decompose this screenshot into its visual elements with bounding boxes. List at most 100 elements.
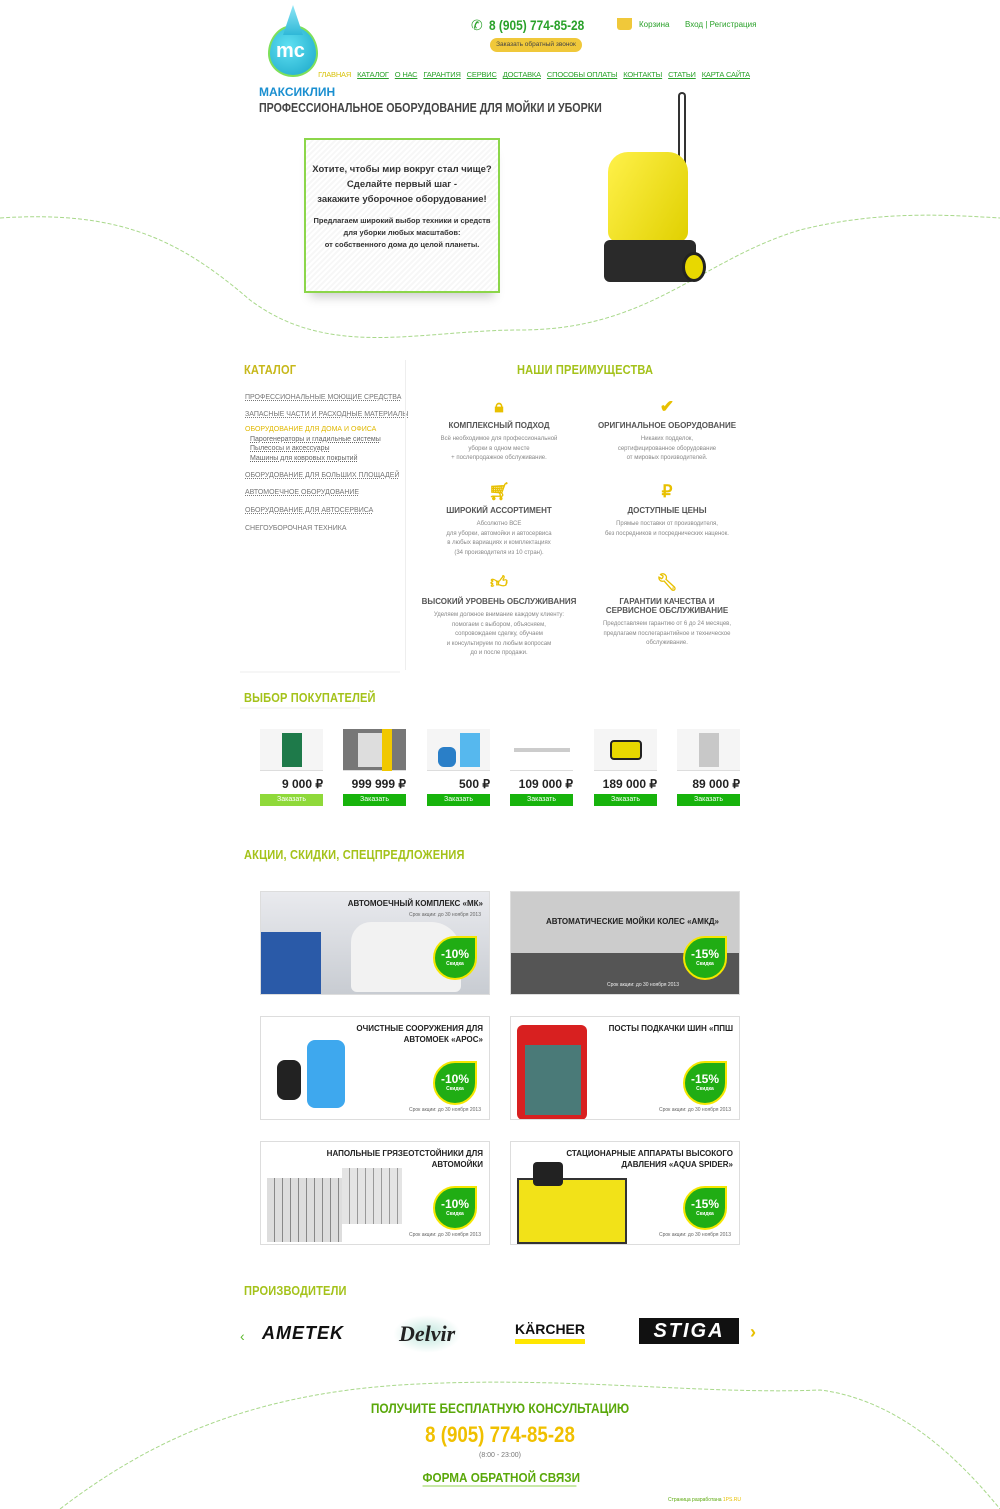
product-price: 89 000 ₽: [692, 777, 740, 791]
promo-card[interactable]: НАПОЛЬНЫЕ ГРЯЗЕОТСТОЙНИКИ ДЛЯ АВТОМОЙКИ С…: [260, 1141, 490, 1245]
discount-badge: -15%Скидка: [683, 1186, 727, 1230]
product-price: 189 000 ₽: [602, 777, 657, 791]
promo-image: [267, 1025, 377, 1113]
hero-text-3: от собственного дома до целой планеты.: [324, 240, 480, 249]
footer-phone[interactable]: 8 (905) 774-85-28: [425, 1422, 575, 1447]
order-button[interactable]: Заказать: [594, 794, 657, 806]
product-card[interactable]: 89 000 ₽ Заказать: [677, 729, 740, 806]
header-phone[interactable]: 8 (905) 774-85-28: [489, 17, 585, 33]
logo-stiga[interactable]: STIGA: [639, 1318, 739, 1344]
catalog-subitem[interactable]: Парогенераторы и гладильные системы: [250, 436, 381, 443]
order-button[interactable]: Заказать: [260, 794, 323, 806]
catalog-item[interactable]: ОБОРУДОВАНИЕ ДЛЯ АВТОСЕРВИСА: [245, 507, 374, 514]
logo[interactable]: mc: [266, 5, 320, 81]
nav-about[interactable]: О НАС: [394, 70, 418, 79]
order-button[interactable]: Заказать: [343, 794, 406, 806]
register-link[interactable]: Регистрация: [709, 20, 757, 29]
promo-card[interactable]: АВТОМОЕЧНЫЙ КОМПЛЕКС «МК» Срок акции: до …: [260, 891, 490, 995]
order-button[interactable]: Заказать: [510, 794, 573, 806]
footer-title: ПОЛУЧИТЕ БЕСПЛАТНУЮ КОНСУЛЬТАЦИЮ: [370, 1400, 630, 1416]
nav-sitemap[interactable]: КАРТА САЙТА: [701, 70, 750, 79]
advantages-title: НАШИ ПРЕИМУЩЕСТВА: [517, 362, 654, 377]
login-link[interactable]: Вход: [685, 20, 704, 29]
catalog-item[interactable]: СНЕГОУБОРОЧНАЯ ТЕХНИКА: [245, 525, 347, 532]
nav-articles[interactable]: СТАТЬИ: [668, 70, 696, 79]
promo-card[interactable]: СТАЦИОНАРНЫЕ АППАРАТЫ ВЫСОКОГО ДАВЛЕНИЯ …: [510, 1141, 740, 1245]
hero-text-1: Предлагаем широкий выбор техники и средс…: [313, 216, 491, 225]
carousel-next-arrow[interactable]: ›: [750, 1322, 756, 1342]
product-card[interactable]: 500 ₽ Заказать: [427, 729, 490, 806]
catalog-subitem[interactable]: Машины для ковровых покрытий: [250, 455, 358, 462]
hero-line-2: Сделайте первый шаг -: [346, 179, 458, 190]
product-card[interactable]: 109 000 ₽ Заказать: [510, 729, 573, 806]
catalog-title: КАТАЛОГ: [244, 362, 297, 377]
order-button[interactable]: Заказать: [677, 794, 740, 806]
credit-link[interactable]: 1PS.RU: [722, 1497, 741, 1503]
catalog-item[interactable]: ПРОФЕССИОНАЛЬНЫЕ МОЮЩИЕ СРЕДСТВА: [245, 394, 402, 401]
catalog-item[interactable]: ЗАПАСНЫЕ ЧАСТИ И РАСХОДНЫЕ МАТЕРИАЛЫ: [245, 411, 409, 418]
carousel-prev-arrow[interactable]: ‹: [240, 1328, 245, 1344]
logo-delvir[interactable]: Delvir: [393, 1315, 462, 1353]
nav-delivery[interactable]: ДОСТАВКА: [502, 70, 541, 79]
promo-term: Срок акции: до 30 ноября 2013: [408, 1232, 481, 1238]
promo-image: [517, 1150, 627, 1244]
product-card[interactable]: 9 000 ₽ Заказать: [260, 729, 323, 806]
nav-warranty[interactable]: ГАРАНТИЯ: [423, 70, 461, 79]
promo-term: Срок акции: до 30 ноября 2013: [606, 982, 679, 988]
promo-card[interactable]: ОЧИСТНЫЕ СООРУЖЕНИЯ ДЛЯ АВТОМОЕК «АРОС»С…: [260, 1016, 490, 1120]
catalog-item-active[interactable]: ОБОРУДОВАНИЕ ДЛЯ ДОМА И ОФИСА: [245, 426, 377, 433]
nav-contacts[interactable]: КОНТАКТЫ: [623, 70, 663, 79]
product-card[interactable]: 189 000 ₽ Заказать: [594, 729, 657, 806]
logo-karcher[interactable]: KÄRCHER: [515, 1318, 585, 1344]
promo-title: НАПОЛЬНЫЕ ГРЯЗЕОТСТОЙНИКИ ДЛЯ АВТОМОЙКИ: [326, 1149, 483, 1169]
product-price: 500 ₽: [459, 777, 490, 791]
product-price: 9 000 ₽: [282, 777, 323, 791]
feedback-form-link[interactable]: ФОРМА ОБРАТНОЙ СВЯЗИ: [422, 1470, 581, 1487]
product-card[interactable]: 999 999 ₽ Заказать: [343, 728, 406, 806]
logo-ametek[interactable]: AMETEK: [262, 1322, 344, 1343]
product-image: [510, 729, 573, 771]
callback-button[interactable]: Заказать обратный звонок: [490, 38, 582, 52]
tagline: ПРОФЕССИОНАЛЬНОЕ ОБОРУДОВАНИЕ ДЛЯ МОЙКИ …: [259, 100, 602, 115]
promo-term: Срок акции: до 30 ноября 2013: [408, 912, 481, 918]
promo-title: ОЧИСТНЫЕ СООРУЖЕНИЯ ДЛЯ АВТОМОЕК «АРОС»: [356, 1024, 483, 1044]
promo-title: АВТОМАТИЧЕСКИЕ МОЙКИ КОЛЕС «АМКД»: [545, 917, 719, 926]
catalog-subitem[interactable]: Пылесосы и аксессуары: [250, 445, 330, 452]
order-button[interactable]: Заказать: [427, 794, 490, 806]
catalog-item[interactable]: АВТОМОЕЧНОЕ ОБОРУДОВАНИЕ: [245, 489, 360, 496]
discount-badge: -15%Скидка: [683, 1061, 727, 1105]
hero-box: Хотите, чтобы мир вокруг стал чище? Сдел…: [304, 138, 500, 293]
nav-home[interactable]: ГЛАВНАЯ: [318, 70, 352, 79]
promo-card[interactable]: АВТОМАТИЧЕСКИЕ МОЙКИ КОЛЕС «АМКД» Срок ак…: [510, 891, 740, 995]
product-image: [427, 729, 490, 771]
promo-image: [517, 1025, 627, 1119]
hero-line-1: Хотите, чтобы мир вокруг стал чище?: [312, 164, 492, 175]
product-image: [260, 729, 323, 771]
check-icon: ✔: [659, 397, 675, 416]
promo-title: АВТОМОЕЧНЫЙ КОМПЛЕКС «МК»: [347, 899, 483, 908]
basket-icon: [617, 18, 632, 30]
cart-link[interactable]: Корзина: [639, 20, 670, 29]
nav-service[interactable]: СЕРВИС: [466, 70, 497, 79]
promo-image: [267, 1150, 402, 1242]
main-nav: ГЛАВНАЯ КАТАЛОГ О НАС ГАРАНТИЯ СЕРВИС ДО…: [318, 70, 750, 79]
nav-payment[interactable]: СПОСОБЫ ОПЛАТЫ: [546, 70, 618, 79]
wrench-icon: 🔧︎: [656, 573, 678, 592]
nav-catalog[interactable]: КАТАЛОГ: [357, 70, 389, 79]
promo-title: ПОСТЫ ПОДКАЧКИ ШИН «ППШ: [608, 1024, 733, 1033]
separator: |: [705, 20, 708, 29]
product-price: 999 999 ₽: [351, 777, 406, 791]
product-price: 109 000 ₽: [518, 777, 573, 791]
hero-text-2: для уборки любых масштабов:: [343, 228, 461, 237]
hero-line-3: закажите уборочное оборудование!: [317, 194, 487, 205]
catalog-item[interactable]: ОБОРУДОВАНИЕ ДЛЯ БОЛЬШИХ ПЛОЩАДЕЙ: [245, 472, 400, 479]
footer-hours: (8:00 - 23:00): [478, 1452, 522, 1459]
product-image: [677, 729, 740, 771]
